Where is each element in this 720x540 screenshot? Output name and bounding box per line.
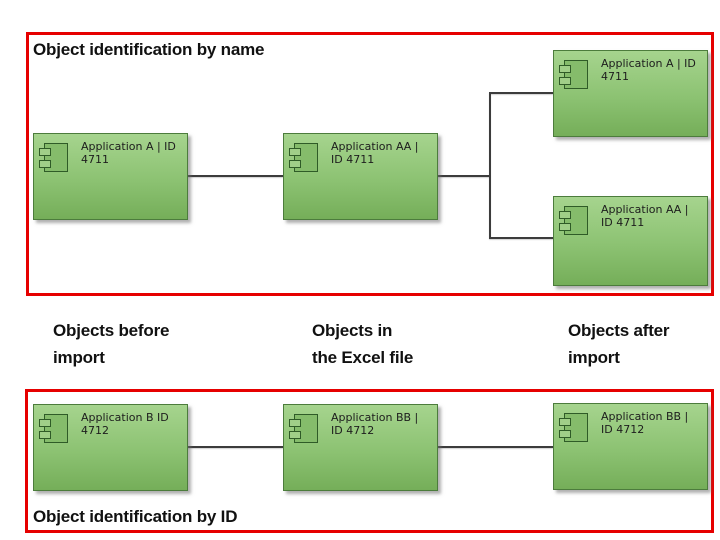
- uml-component-icon: [39, 143, 70, 174]
- component-label: Application BB | ID 4712: [601, 410, 689, 436]
- component-node-application-bb-excel: Application BB | ID 4712: [283, 404, 438, 491]
- component-node-application-aa-excel: Application AA | ID 4711: [283, 133, 438, 220]
- component-label: Application AA | ID 4711: [601, 203, 689, 229]
- column-label-line: import: [53, 348, 105, 367]
- section-frame-by-id: Object identification by ID: [25, 389, 714, 533]
- uml-component-icon: [559, 413, 590, 444]
- component-node-application-aa-after: Application AA | ID 4711: [553, 196, 708, 286]
- column-label-line: Objects before: [53, 321, 170, 340]
- column-label-line: Objects after: [568, 321, 670, 340]
- uml-component-icon: [559, 60, 590, 91]
- uml-component-icon: [289, 414, 320, 445]
- section-title-by-id: Object identification by ID: [33, 507, 238, 526]
- component-label: Application A | ID 4711: [601, 57, 696, 83]
- column-label-line: Objects in: [312, 321, 393, 340]
- component-label: Application B ID 4712: [81, 411, 169, 437]
- connector-name-excel-to-branch: [438, 175, 490, 177]
- component-node-application-b-before: Application B ID 4712: [33, 404, 188, 491]
- connector-branch-to-after-1: [491, 92, 553, 94]
- column-label-line: the Excel file: [312, 348, 414, 367]
- component-label: Application BB | ID 4712: [331, 411, 419, 437]
- column-label-objects-after-import: Objects after import: [568, 317, 670, 371]
- component-label: Application AA | ID 4711: [331, 140, 419, 166]
- section-frame-by-name: Object identification by name: [26, 32, 714, 296]
- connector-branch-vertical: [489, 92, 491, 239]
- connector-branch-to-after-2: [491, 237, 553, 239]
- column-label-objects-in-excel-file: Objects in the Excel file: [312, 317, 413, 371]
- connector-id-before-to-excel: [188, 446, 283, 448]
- uml-component-icon: [559, 206, 590, 237]
- uml-component-icon: [289, 143, 320, 174]
- connector-id-excel-to-after: [438, 446, 553, 448]
- uml-component-icon: [39, 414, 70, 445]
- section-title-by-name: Object identification by name: [33, 40, 265, 59]
- column-label-line: import: [568, 348, 620, 367]
- component-node-application-a-after: Application A | ID 4711: [553, 50, 708, 137]
- component-label: Application A | ID 4711: [81, 140, 176, 166]
- connector-name-before-to-excel: [188, 175, 283, 177]
- component-node-application-bb-after: Application BB | ID 4712: [553, 403, 708, 490]
- column-label-objects-before-import: Objects before import: [53, 317, 169, 371]
- component-node-application-a-before: Application A | ID 4711: [33, 133, 188, 220]
